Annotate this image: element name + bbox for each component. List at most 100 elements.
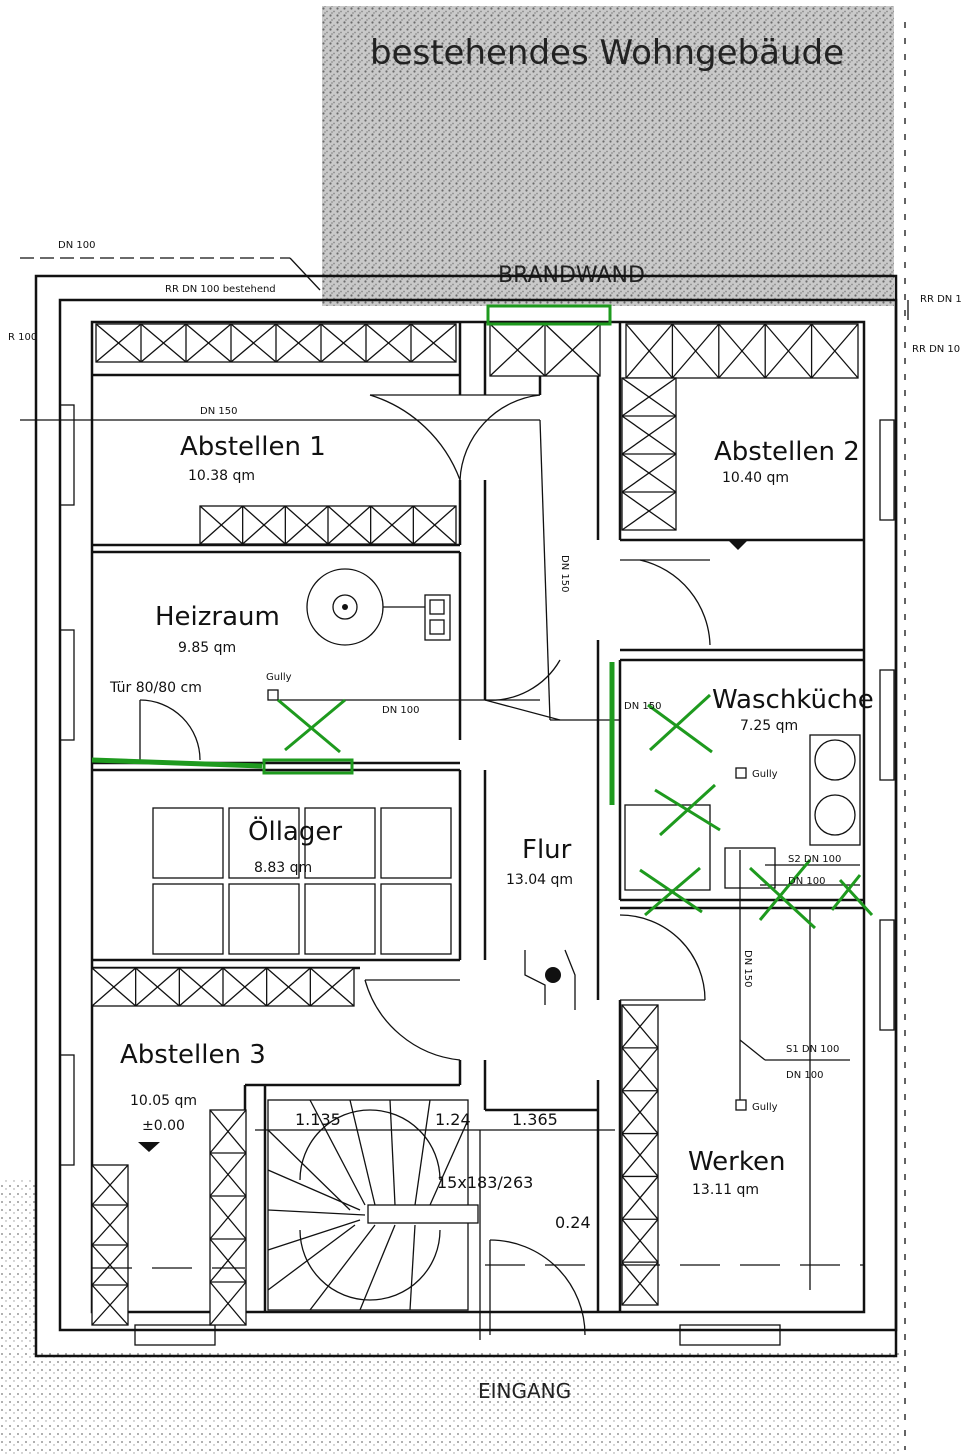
room-name-flur: Flur <box>522 835 572 865</box>
shelf-cross <box>671 323 720 379</box>
entrance-label: EINGANG <box>478 1379 571 1403</box>
room-name-abstellen2: Abstellen 2 <box>714 437 860 467</box>
windows <box>59 404 895 1346</box>
gully-label-wasch: Gully <box>752 769 778 780</box>
stair-spec: 15x183/263 <box>437 1173 533 1192</box>
green-markups <box>91 304 874 930</box>
door-note: Tür 80/80 cm <box>109 680 202 696</box>
internal-walls <box>92 322 864 1312</box>
boiler-symbol <box>306 568 451 646</box>
gully-label-heiz: Gully <box>266 672 292 683</box>
pipe-label-dn150-werken: DN 150 <box>742 950 753 987</box>
pipe-label-dn150-h: DN 150 <box>200 406 237 417</box>
room-area-werken: 13.11 qm <box>692 1182 759 1198</box>
pipe-label-dn100-werken: DN 100 <box>786 1070 823 1081</box>
stair-dim-4: 0.24 <box>555 1213 591 1232</box>
room-area-abstellen3: 10.05 qm <box>130 1093 197 1109</box>
inner-perimeter <box>90 320 866 1314</box>
shelf-cross <box>621 1176 659 1220</box>
shelf-cross <box>412 505 457 545</box>
pipe-label-rr-right-2: RR DN 10 <box>912 344 960 355</box>
shelf-cross <box>284 505 329 545</box>
room-area-flur: 13.04 qm <box>506 872 573 888</box>
shelf-cross <box>410 323 457 363</box>
shelf-cross <box>544 323 601 377</box>
oil-tank <box>380 807 452 879</box>
pipe-label-rr-bestehend: RR DN 100 bestehend <box>165 284 276 295</box>
shelf-cross <box>91 1284 129 1326</box>
pipe-label-dn100-top: DN 100 <box>58 240 95 251</box>
stair-dim-3: 1.365 <box>512 1110 558 1129</box>
shelves <box>91 323 859 1326</box>
existing-building-area <box>322 6 894 306</box>
shelf-cross <box>764 323 813 379</box>
shelf-cross <box>625 323 673 379</box>
pipe-lines <box>20 22 909 1450</box>
shelf-cross <box>370 505 414 545</box>
pipe-label-s2-dn100: S2 DN 100 <box>788 854 841 865</box>
shelf-cross <box>242 505 286 545</box>
shelf-cross <box>621 1133 659 1177</box>
room-area-abstellen2: 10.40 qm <box>722 470 789 486</box>
shelf-cross <box>621 1047 659 1092</box>
oil-tank <box>228 807 300 879</box>
washing-machines <box>624 734 861 891</box>
shelf-cross <box>327 505 372 545</box>
pipe-label-dn100-heiz: DN 100 <box>382 705 419 716</box>
room-name-oellager: Öllager <box>248 815 342 847</box>
shelf-cross <box>209 1109 247 1154</box>
shelf-cross <box>178 967 224 1007</box>
room-area-heizraum: 9.85 qm <box>178 640 236 656</box>
shelf-cross <box>199 505 244 545</box>
fuse-box-symbol <box>524 949 576 1010</box>
room-name-abstellen1: Abstellen 1 <box>180 432 326 462</box>
shelf-cross <box>365 323 412 363</box>
shelf-cross <box>320 323 367 363</box>
pipe-label-r100-left: R 100 <box>8 332 37 343</box>
shelf-cross <box>811 323 859 379</box>
shelf-cross <box>309 967 355 1007</box>
pipe-label-dn100-wasch: DN 100 <box>788 876 825 887</box>
gully-markers <box>267 689 747 1111</box>
shelf-cross <box>209 1238 247 1283</box>
shelf-cross <box>209 1152 247 1197</box>
room-name-waschkueche: Waschküche <box>712 685 874 715</box>
shelf-cross <box>185 323 232 363</box>
shelf-cross <box>209 1281 247 1326</box>
ground-bottom <box>0 1350 900 1455</box>
oil-tank <box>152 807 224 879</box>
shelf-cross <box>621 491 677 531</box>
shelf-cross <box>91 1244 129 1286</box>
shelf-cross <box>718 323 766 379</box>
oil-tank <box>228 883 300 955</box>
shelf-cross <box>621 377 677 417</box>
stair-dim-1: 1.135 <box>295 1110 341 1129</box>
shelf-cross <box>621 1261 659 1306</box>
shelf-cross <box>91 967 137 1007</box>
oil-tank <box>152 883 224 955</box>
oil-tanks <box>152 807 452 955</box>
level-marker: ±0.00 <box>142 1118 185 1134</box>
door-swings <box>139 394 711 1336</box>
shelf-cross <box>209 1195 247 1240</box>
pipe-label-rr-right-1: RR DN 1 <box>920 294 962 305</box>
floor-drain-symbols <box>138 540 748 1152</box>
room-area-abstellen1: 10.38 qm <box>188 468 255 484</box>
oil-tank <box>380 883 452 955</box>
oil-tank <box>304 807 376 879</box>
stair-dim-2: 1.24 <box>435 1110 471 1129</box>
pipe-label-dn150-wasch: DN 150 <box>624 701 661 712</box>
staircase <box>255 1099 615 1340</box>
shelf-cross <box>621 1004 659 1049</box>
room-area-oellager: 8.83 qm <box>254 860 312 876</box>
shelf-cross <box>230 323 277 363</box>
room-area-waschkueche: 7.25 qm <box>740 718 798 734</box>
shelf-cross <box>275 323 322 363</box>
shelf-cross <box>266 967 311 1007</box>
shelf-cross <box>222 967 268 1007</box>
shelf-cross <box>95 323 142 363</box>
shelf-cross <box>91 1164 129 1206</box>
room-name-abstellen3: Abstellen 3 <box>120 1040 266 1070</box>
room-name-heizraum: Heizraum <box>155 602 280 632</box>
